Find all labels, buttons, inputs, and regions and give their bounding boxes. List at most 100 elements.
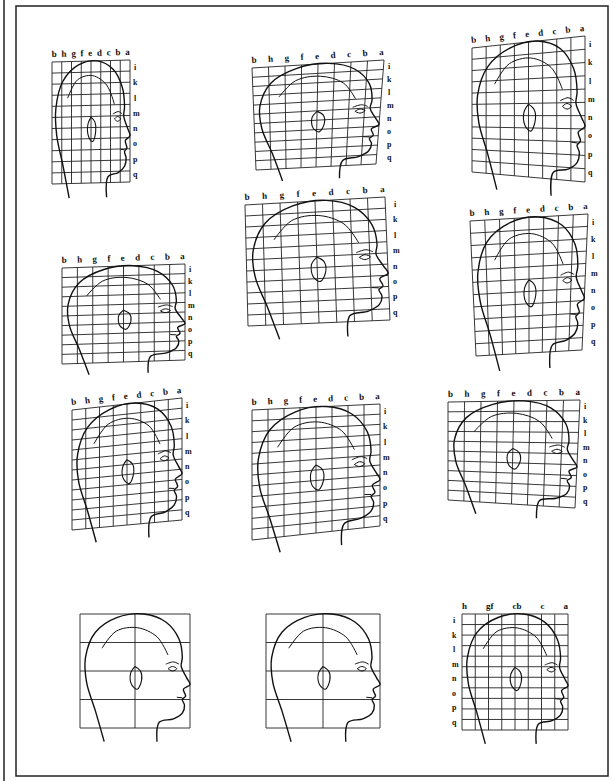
head-plate [62, 264, 185, 375]
head-plate [252, 60, 384, 181]
grid-line [61, 62, 62, 184]
grid-line [368, 198, 373, 321]
grid-line [72, 520, 182, 530]
ear [524, 280, 536, 307]
lip [571, 314, 576, 315]
grid-letters: b h g f e d c b a [52, 47, 130, 60]
eye [547, 667, 555, 672]
lip [177, 697, 183, 699]
frame-border [16, 6, 608, 776]
grid-letters: b h g f e d c b a [71, 385, 182, 408]
grid-line [255, 136, 378, 143]
grid-line [462, 635, 568, 636]
ear [510, 667, 521, 690]
grid-line [554, 614, 555, 730]
grid-line [385, 197, 390, 320]
grid-line [72, 449, 182, 460]
grid-line [350, 199, 355, 322]
grid-line [52, 62, 53, 184]
lip [372, 287, 379, 288]
grid-line [252, 506, 380, 519]
grid-line [448, 441, 578, 443]
grid-line [473, 288, 584, 294]
head-plate [448, 400, 580, 518]
head-plate [472, 36, 585, 196]
eye [357, 666, 366, 671]
eye [562, 103, 571, 109]
grid-line [52, 160, 130, 162]
grid-line [541, 614, 542, 730]
grid-line [472, 138, 585, 142]
head-plate [266, 614, 380, 742]
lip [365, 494, 371, 495]
grid-line [247, 286, 388, 293]
grid-line [80, 642, 190, 643]
grid-line [52, 71, 130, 73]
grid-line [529, 218, 530, 354]
grid-letters: iklmnopq [583, 400, 587, 508]
grid-line [472, 161, 585, 169]
grid-line [585, 36, 586, 182]
lip [121, 149, 125, 151]
grid-line [462, 645, 568, 646]
brow [561, 272, 575, 275]
brow [158, 451, 171, 454]
label-holder: iklmnopq [188, 264, 196, 360]
grid-line [62, 302, 185, 306]
grid-letters: b h g f e d c b a [471, 23, 585, 46]
grid-line [252, 435, 380, 443]
grid-line [474, 313, 583, 319]
hair-line [483, 628, 547, 656]
grid-letters: b h g f e d c b a [244, 184, 385, 203]
head-outline [77, 403, 182, 542]
grid-line [246, 231, 387, 238]
grid-line [462, 687, 568, 688]
grid-line [462, 624, 568, 625]
grid-line [52, 127, 130, 129]
grid-line [448, 431, 579, 432]
grid-line [254, 117, 379, 124]
eye [160, 456, 169, 461]
head-plate [80, 614, 190, 742]
grid-line [448, 421, 579, 422]
label-holder: b h g f e d c b a [448, 387, 580, 400]
grid-line [252, 455, 380, 464]
grid-line [81, 61, 82, 183]
label-holder: h gf cb c a [462, 601, 568, 612]
grid-line [462, 730, 568, 731]
brow [353, 105, 368, 108]
brow [166, 662, 179, 664]
grid-line [472, 263, 586, 270]
hair-line [102, 627, 168, 655]
head-plate [470, 214, 588, 371]
brow [545, 663, 558, 665]
grid-line [252, 485, 380, 496]
lip [571, 142, 577, 144]
grid-line [255, 145, 377, 151]
grid-line [252, 475, 380, 486]
head-outline [85, 614, 190, 742]
head-outline [55, 61, 130, 199]
grid-line [252, 414, 380, 421]
grid-line [488, 614, 489, 730]
lip [363, 136, 369, 137]
grid-line [570, 38, 571, 181]
grid-letters: b h g f e d c b a [469, 201, 588, 219]
grid-line [514, 218, 516, 353]
grid-letters: iklmnopq [133, 60, 137, 182]
label-holder: b h g f e d c b a [244, 184, 385, 203]
grid-line [568, 614, 569, 730]
grid-line [247, 264, 388, 271]
grid-line [473, 276, 586, 283]
grid-letters: iklmnopq [387, 60, 391, 164]
label-holder: b h g f e d c b a [471, 23, 585, 46]
grid-line [62, 283, 185, 287]
eye [168, 666, 177, 671]
ear [122, 460, 134, 484]
grid-line [266, 728, 380, 729]
grid-line [472, 149, 585, 155]
hair-line [474, 413, 552, 439]
head-outline [271, 614, 380, 742]
grid-line [448, 461, 577, 465]
ear [88, 117, 96, 141]
